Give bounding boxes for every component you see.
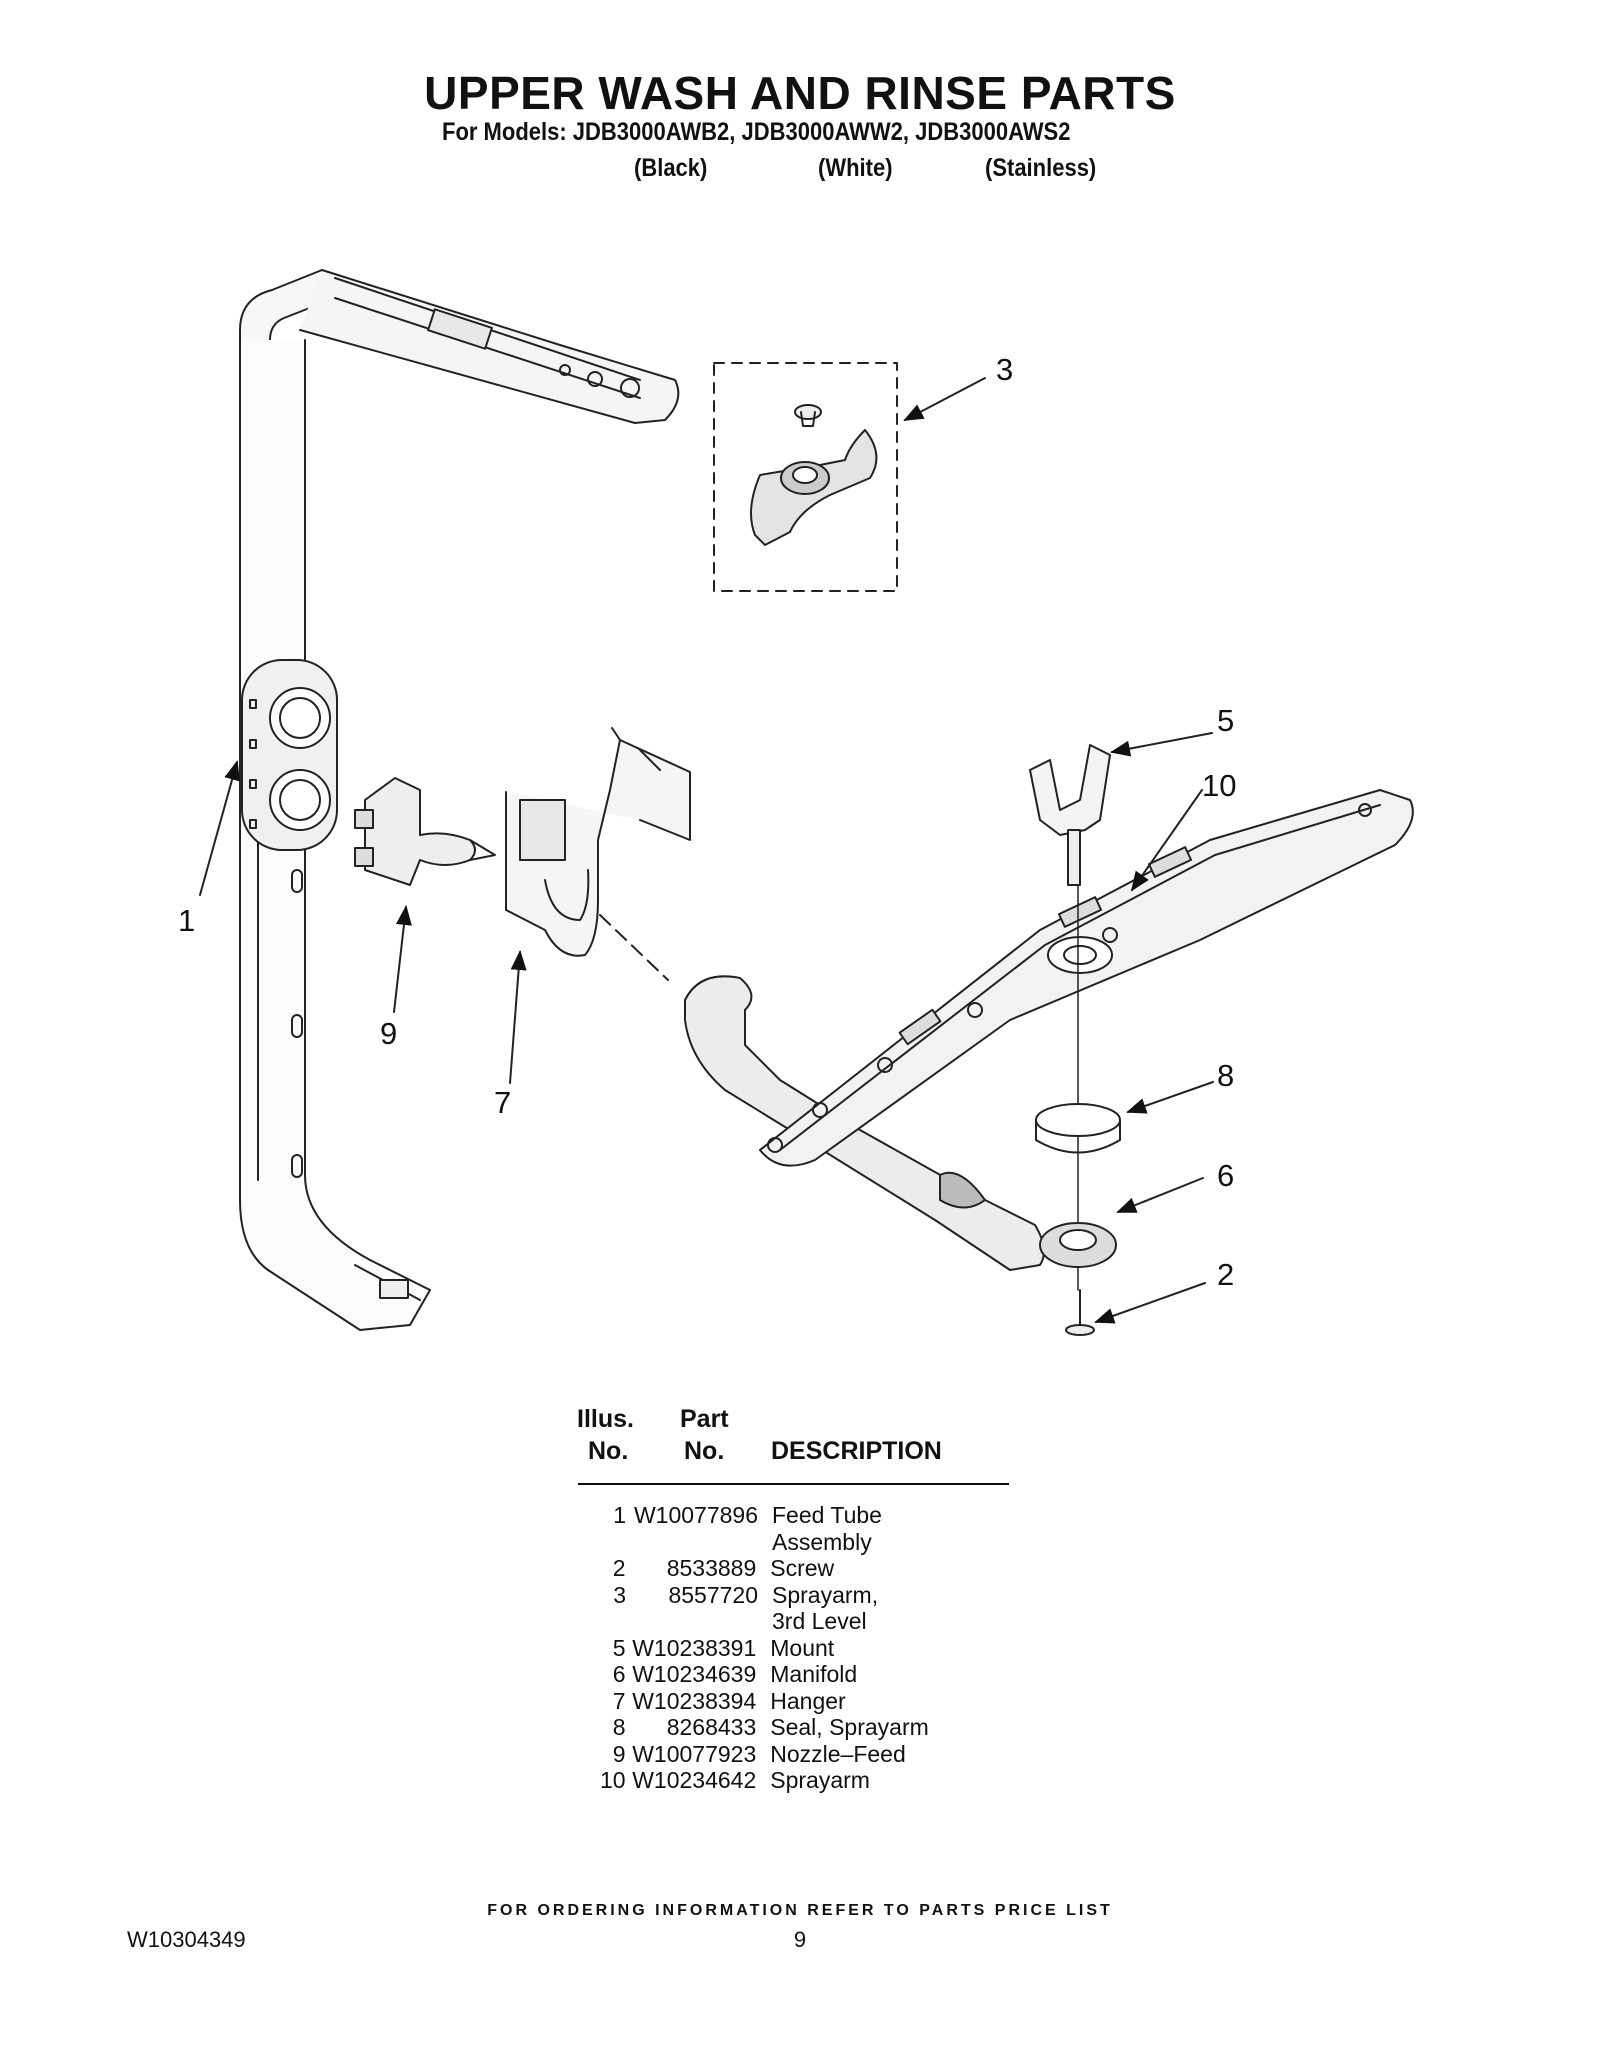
illus-number: 8 xyxy=(612,1714,626,1740)
table-row: 9 W10077923 Nozzle–Feed xyxy=(578,1741,998,1768)
table-row: 2 8533889 Screw xyxy=(578,1555,998,1582)
callout-7: 7 xyxy=(494,1085,512,1120)
finish-white: (White) xyxy=(818,154,893,182)
table-row: 7 W10238394 Hanger xyxy=(578,1688,998,1715)
callout-1: 1 xyxy=(178,903,196,938)
part-number: 8268433 xyxy=(666,1714,757,1740)
part-description: Screw xyxy=(770,1555,835,1581)
parts-list: 1 W10077896 Feed Tube Assembly 2 8533889… xyxy=(578,1502,998,1794)
part-description: Hanger xyxy=(770,1687,846,1714)
col-description: DESCRIPTION xyxy=(771,1437,942,1465)
sprayarm-drawing xyxy=(684,789,1414,1271)
finish-black: (Black) xyxy=(634,154,708,182)
illus-number: 5 xyxy=(612,1634,626,1661)
part-number: W10238394 xyxy=(632,1687,757,1714)
illus-number: 10 xyxy=(599,1767,626,1793)
table-row: 8 8268433 Seal, Sprayarm xyxy=(578,1714,998,1741)
seal-drawing xyxy=(1035,1103,1121,1154)
document-number: W10304349 xyxy=(127,1927,246,1952)
illus-number: 2 xyxy=(612,1555,626,1581)
table-row: 6 W10234639 Manifold xyxy=(578,1661,998,1688)
table-row: 3 8557720 Sprayarm, 3rd Level xyxy=(578,1582,998,1635)
callout-5: 5 xyxy=(1217,703,1235,738)
part-number: 8533889 xyxy=(666,1555,757,1581)
mount-drawing xyxy=(1029,744,1111,886)
table-header-rule xyxy=(578,1483,1009,1485)
screw-drawing xyxy=(1065,1289,1095,1336)
part-description: Manifold xyxy=(770,1661,858,1687)
feed-tube-assembly-drawing xyxy=(239,269,680,1331)
part-description: Sprayarm xyxy=(770,1767,870,1793)
table-row: 10 W10234642 Sprayarm xyxy=(578,1767,998,1794)
callout-6: 6 xyxy=(1217,1158,1235,1193)
part-number: W10077923 xyxy=(632,1740,757,1767)
part-number: W10234642 xyxy=(632,1767,757,1793)
finish-stainless: (Stainless) xyxy=(985,154,1097,182)
col-part-line2: No. xyxy=(684,1437,725,1465)
table-row: 1 W10077896 Feed Tube Assembly xyxy=(578,1502,998,1555)
col-illus-line1: Illus. xyxy=(577,1405,634,1433)
illus-number: 7 xyxy=(612,1687,626,1714)
illus-number: 3 xyxy=(613,1581,626,1608)
alignment-line-hanger xyxy=(599,914,669,981)
callout-3: 3 xyxy=(996,352,1014,387)
part-description: Mount xyxy=(770,1634,835,1661)
models-line: For Models: JDB3000AWB2, JDB3000AWW2, JD… xyxy=(442,118,1071,146)
callout-9: 9 xyxy=(380,1016,398,1051)
col-part-line1: Part xyxy=(680,1405,729,1433)
part-description: Nozzle–Feed xyxy=(770,1740,906,1767)
part-number: W10077896 xyxy=(633,1502,758,1528)
callout-8: 8 xyxy=(1217,1058,1235,1093)
table-row: 5 W10238391 Mount xyxy=(578,1635,998,1662)
callout-2: 2 xyxy=(1217,1257,1235,1292)
part-description: Seal, Sprayarm xyxy=(770,1714,929,1740)
callout-10: 10 xyxy=(1202,768,1237,803)
part-3-dashed-box xyxy=(713,362,898,592)
sprayarm-3rd-level-drawing xyxy=(750,404,878,546)
part-number: W10238391 xyxy=(632,1634,757,1661)
illus-number: 9 xyxy=(612,1740,626,1767)
manifold-drawing xyxy=(1039,1222,1117,1268)
part-number: W10234639 xyxy=(632,1661,757,1687)
nozzle-feed-drawing xyxy=(354,777,496,886)
illus-number: 6 xyxy=(612,1661,626,1687)
ordering-note: FOR ORDERING INFORMATION REFER TO PARTS … xyxy=(487,1902,1113,1919)
hanger-drawing xyxy=(505,727,691,957)
illus-number: 1 xyxy=(613,1502,626,1528)
col-illus-line2: No. xyxy=(588,1437,629,1465)
page-number: 9 xyxy=(793,1927,807,1952)
part-description: Sprayarm, 3rd Level xyxy=(772,1581,879,1635)
leader-lines xyxy=(199,377,1214,1324)
page-title: UPPER WASH AND RINSE PARTS xyxy=(424,67,1176,119)
part-number: 8557720 xyxy=(668,1581,758,1608)
exploded-parts-diagram xyxy=(199,269,1414,1336)
part-description: Feed Tube Assembly xyxy=(772,1502,882,1555)
